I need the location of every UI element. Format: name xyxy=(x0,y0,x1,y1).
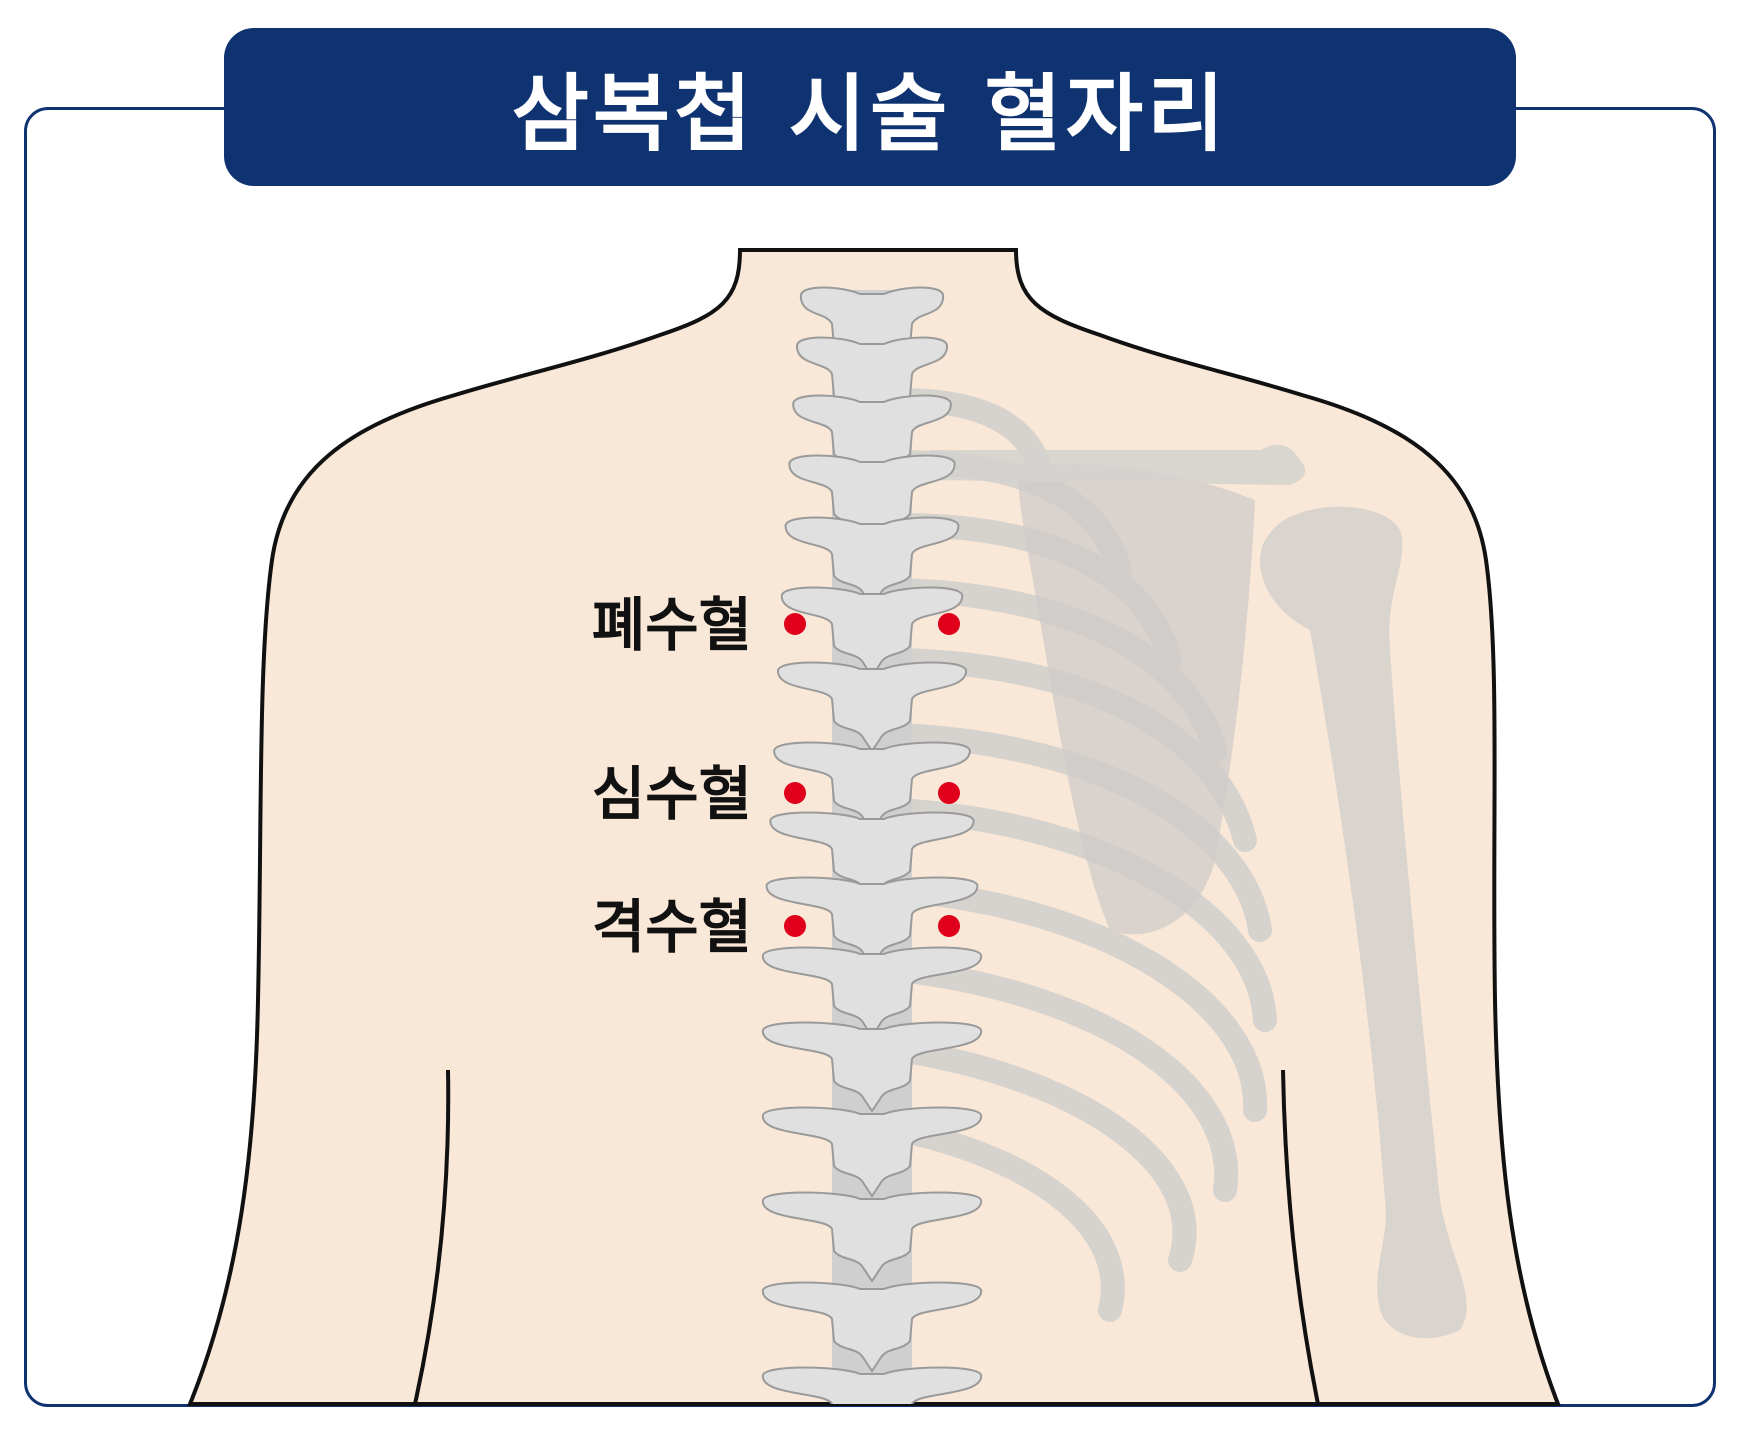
vertebra xyxy=(784,516,960,608)
acupoint-label-simsu: 심수혈 xyxy=(591,760,752,828)
acupoint-dot-left xyxy=(784,782,806,804)
vertebra xyxy=(761,1191,983,1283)
vertebra xyxy=(761,1366,983,1404)
scapula xyxy=(1018,464,1255,935)
clavicle xyxy=(930,444,1306,485)
title-banner: 삼복첩 시술 혈자리 xyxy=(224,28,1516,186)
acupoint-dot-left xyxy=(784,915,806,937)
vertebra xyxy=(792,394,952,486)
vertebra xyxy=(769,811,975,903)
acupoint-label-pyesu: 폐수혈 xyxy=(591,591,752,659)
vertebra xyxy=(761,1281,983,1373)
spine xyxy=(761,286,983,1404)
page-title: 삼복첩 시술 혈자리 xyxy=(511,64,1229,163)
vertebra xyxy=(776,661,968,753)
left-arm-inner-line xyxy=(413,1069,451,1405)
acupoint-dot-right xyxy=(938,782,960,804)
vertebra xyxy=(761,946,983,1038)
right-arm-inner-line xyxy=(1281,1069,1320,1405)
vertebra xyxy=(761,1021,983,1113)
vertebra xyxy=(788,454,956,546)
acupoint-dot-right xyxy=(938,915,960,937)
vertebra xyxy=(761,1106,983,1198)
acupoint-label-gyeoksu: 격수혈 xyxy=(591,893,752,961)
vertebra xyxy=(780,586,964,678)
acupoint-markers xyxy=(784,613,960,937)
acupoint-dot-left xyxy=(784,613,806,635)
humerus xyxy=(1260,506,1467,1339)
vertebra xyxy=(765,876,979,968)
acupoint-dot-right xyxy=(938,613,960,635)
vertebra xyxy=(773,741,971,833)
